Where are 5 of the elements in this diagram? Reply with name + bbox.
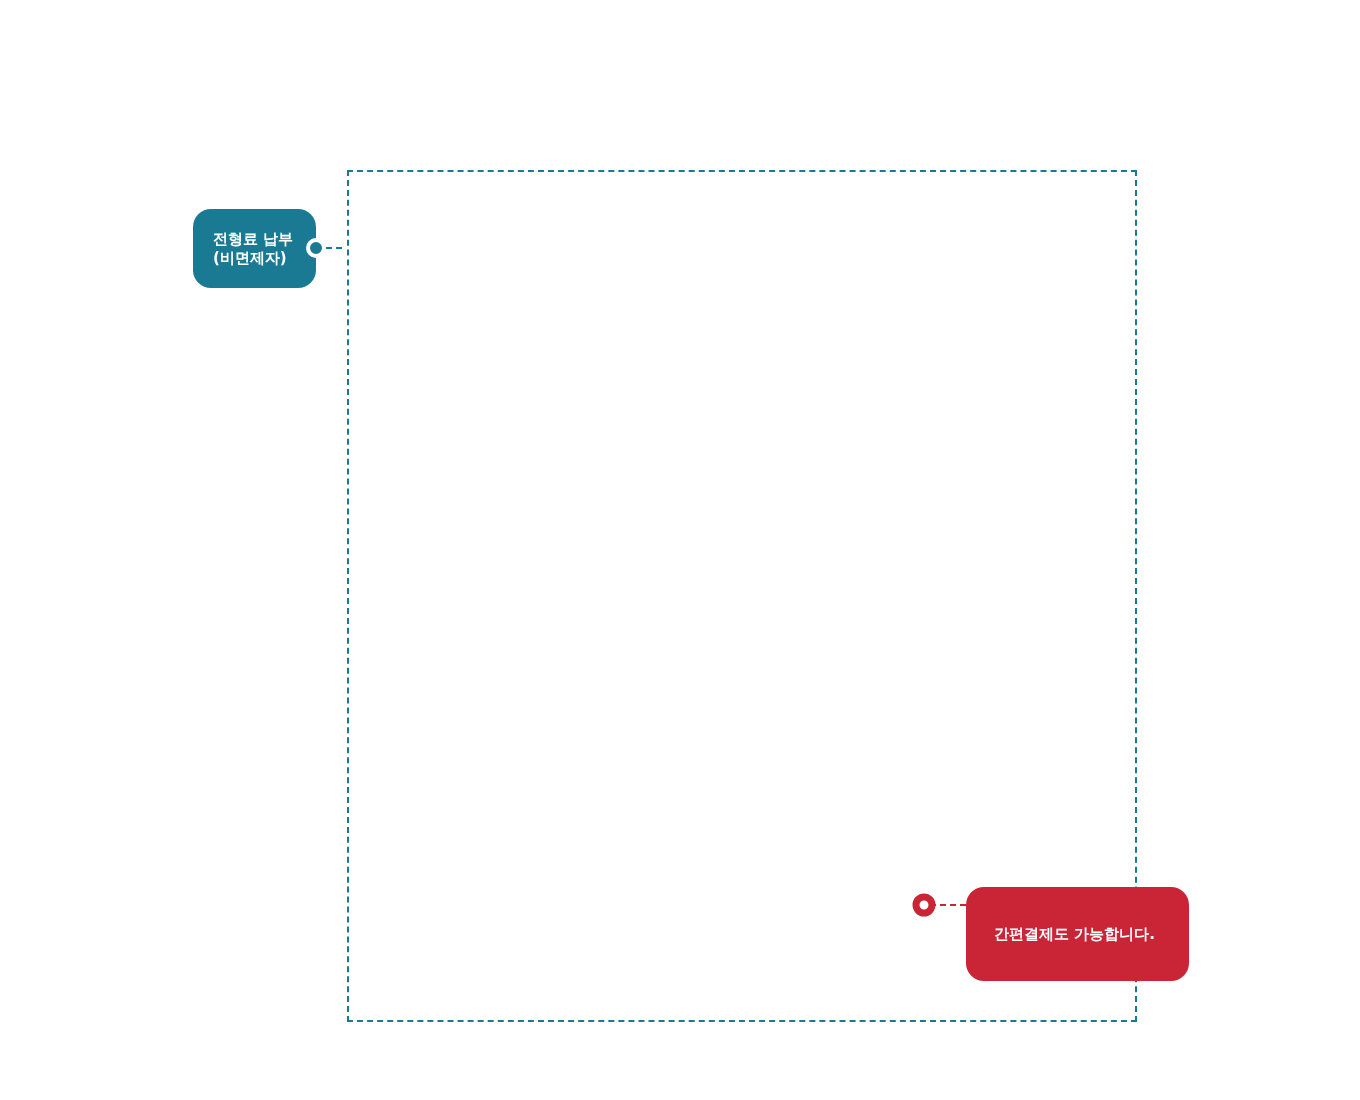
leader-line	[912, 893, 967, 917]
callout-box	[193, 209, 316, 288]
callout-text: 전형료 납부 (비면제자)	[213, 229, 295, 268]
callout-text: 간편결제도 가능합니다.	[994, 924, 1155, 944]
callout-box	[966, 887, 1189, 981]
